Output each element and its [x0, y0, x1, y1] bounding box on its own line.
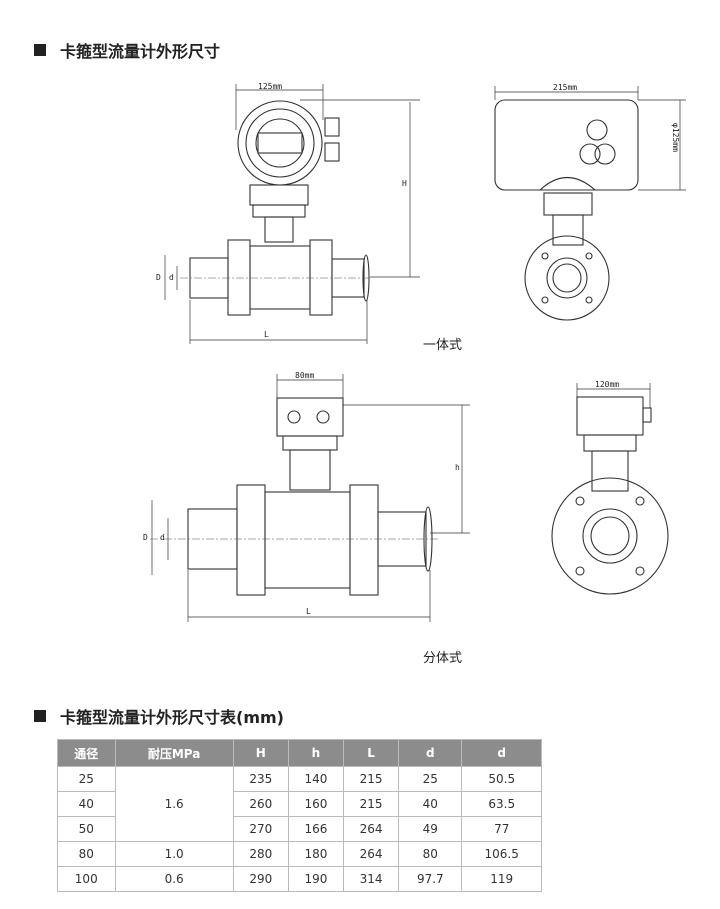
- cell: 280: [232, 841, 289, 867]
- cell: 119: [461, 866, 542, 892]
- dim-120mm: 120mm: [595, 380, 619, 389]
- col-header: L: [343, 739, 400, 767]
- cell: 270: [232, 816, 289, 842]
- dim-d: d: [169, 273, 174, 282]
- dim-125mm: 125mm: [258, 82, 282, 91]
- cell: 80: [57, 841, 116, 867]
- integrated-front-view: 125mm H D d L: [156, 82, 420, 344]
- heading-text: 卡箍型流量计外形尺寸表(mm): [60, 708, 284, 727]
- cell: 215: [343, 766, 400, 792]
- split-side-view: 120mm: [551, 380, 669, 595]
- caption-split: 分体式: [423, 651, 463, 666]
- cell: 50.5: [461, 766, 542, 792]
- section-heading-table: 卡箍型流量计外形尺寸表(mm): [34, 704, 284, 728]
- cell: 180: [287, 841, 345, 867]
- cell: 160: [287, 791, 345, 817]
- col-header: d: [398, 739, 463, 767]
- dim-80mm: 80mm: [295, 371, 314, 380]
- table-header-row: 通径 耐压MPa H h L d d: [57, 739, 542, 767]
- cell: 166: [287, 816, 345, 842]
- cell: 190: [287, 866, 345, 892]
- cell: 1.0: [114, 841, 234, 867]
- cell: 97.7: [398, 866, 463, 892]
- cell: 235: [232, 766, 289, 792]
- cell: 77: [461, 816, 542, 842]
- dim-d-split: d: [160, 533, 165, 542]
- cell: 40: [398, 791, 463, 817]
- cell: 260: [232, 791, 289, 817]
- technical-drawings: 125mm H D d L 215mm φ125mm 80mm h D d L: [143, 82, 686, 622]
- bullet-square-icon: [34, 710, 46, 722]
- split-front-view: 80mm h D d L: [143, 371, 470, 622]
- col-header: 通径: [57, 739, 116, 767]
- cell: 50: [57, 816, 116, 842]
- cell: 25: [57, 766, 116, 792]
- heading-text: 卡箍型流量计外形尺寸: [60, 42, 221, 61]
- dim-phi125mm: φ125mm: [671, 123, 680, 152]
- bullet-square-icon: [34, 44, 46, 56]
- cell: 215: [343, 791, 400, 817]
- cell: 314: [343, 866, 400, 892]
- cell: 25: [398, 766, 463, 792]
- cell: 290: [232, 866, 289, 892]
- col-header: d: [461, 739, 542, 767]
- cell: 80: [398, 841, 463, 867]
- cell: 40: [57, 791, 116, 817]
- col-header: h: [287, 739, 345, 767]
- cell: 140: [287, 766, 345, 792]
- dim-D-split: D: [143, 533, 148, 542]
- cell: 100: [57, 866, 116, 892]
- integrated-side-view: 215mm φ125mm: [494, 83, 686, 321]
- cell: 63.5: [461, 791, 542, 817]
- dim-215mm: 215mm: [553, 83, 577, 92]
- cell: 264: [343, 816, 400, 842]
- section-heading-dimensions: 卡箍型流量计外形尺寸: [34, 38, 220, 62]
- dim-H: H: [402, 179, 407, 188]
- cell: 106.5: [461, 841, 542, 867]
- dim-h: h: [455, 463, 460, 472]
- cell: 49: [398, 816, 463, 842]
- dim-L: L: [264, 330, 269, 339]
- cell: 1.6: [114, 766, 234, 842]
- dim-L-split: L: [306, 607, 311, 616]
- cell: 0.6: [114, 866, 234, 892]
- cell: 264: [343, 841, 400, 867]
- dim-D: D: [156, 273, 161, 282]
- col-header: 耐压MPa: [114, 739, 234, 767]
- caption-integrated: 一体式: [423, 338, 463, 353]
- col-header: H: [232, 739, 289, 767]
